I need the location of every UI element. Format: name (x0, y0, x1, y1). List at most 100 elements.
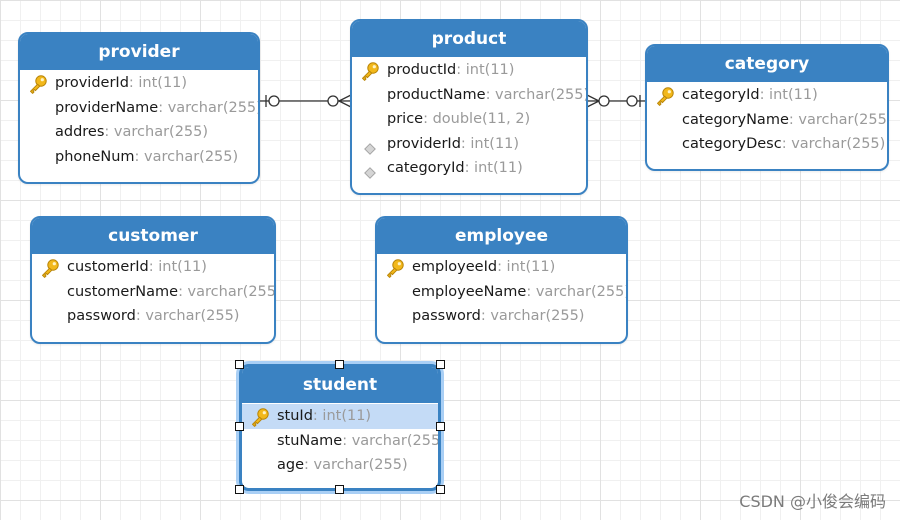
table-title[interactable]: category (647, 46, 887, 82)
column-row[interactable]: employeeName: varchar(255) (377, 280, 626, 305)
key-icon (250, 407, 270, 427)
column-list: employeeId: int(11)employeeName: varchar… (377, 254, 626, 329)
watermark: CSDN @小俊会编码 (739, 492, 886, 511)
resize-handle-nw[interactable] (235, 360, 244, 369)
column-name: productName (387, 86, 486, 103)
key-icon (28, 74, 48, 94)
column-row[interactable]: phoneNum: varchar(255) (20, 145, 258, 170)
diamond-icon (364, 163, 376, 180)
table-title[interactable]: customer (32, 218, 274, 254)
column-name: categoryDesc (682, 136, 782, 153)
column-name: addres (55, 124, 105, 141)
column-type: : int(11) (464, 160, 523, 177)
column-type: : int(11) (148, 259, 207, 275)
column-row[interactable]: price: double(11, 2) (352, 107, 586, 132)
column-name: categoryId (682, 87, 760, 103)
column-row[interactable]: age: varchar(255) (242, 453, 438, 478)
column-row[interactable]: stuName: varchar(255) (242, 429, 438, 454)
column-row[interactable]: providerId: int(11) (352, 132, 586, 157)
column-type: : varchar(255) (781, 136, 886, 153)
column-list: customerId: int(11)customerName: varchar… (32, 254, 274, 329)
table-title[interactable]: student (242, 367, 438, 403)
column-type: : varchar(255) (526, 283, 628, 300)
column-row[interactable]: productId: int(11) (352, 58, 586, 83)
table-title[interactable]: provider (20, 34, 258, 70)
column-name: categoryName (682, 111, 789, 128)
column-name: password (412, 308, 481, 325)
resize-handle-se[interactable] (436, 485, 445, 494)
column-row[interactable]: categoryId: int(11) (647, 83, 887, 108)
column-name: stuName (277, 432, 343, 449)
resize-handle-sw[interactable] (235, 485, 244, 494)
column-name: categoryId (387, 160, 465, 177)
column-name: age (277, 457, 305, 474)
column-name: password (67, 308, 136, 325)
column-name: providerId (55, 75, 129, 91)
column-name: productId (387, 62, 457, 78)
column-type: : double(11, 2) (423, 111, 531, 128)
column-type: : varchar(255) (134, 148, 239, 165)
column-type: : int(11) (312, 408, 372, 424)
column-type: : varchar(255) (178, 283, 276, 300)
resize-handle-ne[interactable] (436, 360, 445, 369)
column-type: : int(11) (456, 62, 515, 78)
relationship-provider-product[interactable] (260, 94, 352, 108)
column-row[interactable]: productName: varchar(255) (352, 83, 586, 108)
column-type: : int(11) (460, 135, 520, 152)
column-type: : varchar(255) (480, 308, 585, 325)
column-row[interactable]: employeeId: int(11) (377, 255, 626, 280)
column-row[interactable]: password: varchar(255) (377, 304, 626, 329)
column-name: employeeId (412, 259, 498, 275)
key-icon (40, 258, 60, 278)
column-type: : varchar(255) (135, 308, 240, 325)
column-row[interactable]: customerId: int(11) (32, 255, 274, 280)
column-list: providerId: int(11)providerName: varchar… (20, 70, 258, 169)
column-row[interactable]: categoryDesc: varchar(255) (647, 132, 887, 157)
column-row[interactable]: categoryId: int(11) (352, 156, 586, 181)
column-type: : varchar(255) (342, 432, 441, 449)
column-type: : varchar(255) (485, 86, 588, 103)
column-row[interactable]: providerId: int(11) (20, 71, 258, 96)
column-type: : int(11) (128, 75, 188, 91)
column-type: : varchar(255) (788, 111, 889, 128)
resize-handle-e[interactable] (436, 422, 445, 431)
column-row[interactable]: stuId: int(11) (242, 404, 438, 429)
column-row[interactable]: password: varchar(255) (32, 304, 274, 329)
column-list: productId: int(11)productName: varchar(2… (352, 57, 586, 181)
key-icon (385, 258, 405, 278)
column-row[interactable]: customerName: varchar(255) (32, 280, 274, 305)
relationship-product-category[interactable] (586, 94, 646, 108)
column-name: providerId (387, 135, 461, 152)
column-list: categoryId: int(11)categoryName: varchar… (647, 82, 887, 157)
resize-handle-n[interactable] (335, 360, 344, 369)
column-name: price (387, 111, 424, 128)
column-name: phoneNum (55, 148, 135, 165)
column-name: customerName (67, 283, 179, 300)
diamond-icon (364, 139, 376, 155)
column-type: : varchar(255) (104, 124, 209, 141)
column-row[interactable]: addres: varchar(255) (20, 120, 258, 145)
column-list: stuId: int(11)stuName: varchar(255)age: … (242, 403, 438, 478)
column-name: stuId (277, 408, 313, 424)
column-name: customerId (67, 259, 149, 275)
column-type: : varchar(255) (158, 99, 260, 116)
table-title[interactable]: employee (377, 218, 626, 254)
column-row[interactable]: providerName: varchar(255) (20, 96, 258, 121)
column-name: employeeName (412, 283, 527, 300)
column-type: : int(11) (497, 259, 556, 275)
key-icon (655, 86, 675, 106)
table-title[interactable]: product (352, 21, 586, 57)
column-type: : int(11) (759, 87, 818, 103)
column-row[interactable]: categoryName: varchar(255) (647, 108, 887, 133)
column-type: : varchar(255) (304, 457, 408, 474)
resize-handle-s[interactable] (335, 485, 344, 494)
resize-handle-w[interactable] (235, 422, 244, 431)
key-icon (360, 61, 380, 81)
